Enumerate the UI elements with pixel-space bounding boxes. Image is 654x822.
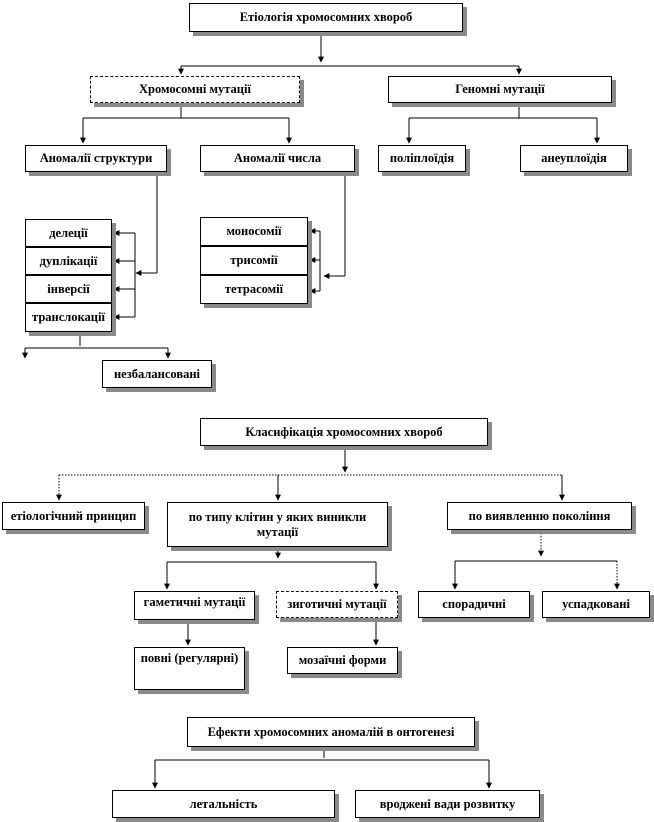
- polyploidy-box: поліплоїдія: [378, 145, 466, 172]
- chromosomal-mutations-box: Хромосомні мутації: [90, 76, 300, 103]
- deletions-box: делеції: [25, 219, 112, 247]
- full-regular-forms-box: повні (регулярні): [134, 647, 245, 690]
- lethality-box: летальність: [112, 790, 335, 818]
- etiological-principle-box: етіологічний принцип: [2, 502, 145, 530]
- trisomies-box: трисомії: [200, 246, 308, 275]
- unbalanced-box: незбалансовані: [102, 360, 212, 388]
- classification-title-box: Класифікація хромосомних хвороб: [200, 418, 488, 446]
- inherited-box: успадковані: [542, 591, 650, 618]
- effects-title-box: Ефекти хромосомних аномалій в онтогенезі: [187, 717, 475, 747]
- number-anomalies-box: Аномалії числа: [200, 145, 355, 172]
- sporadic-box: спорадичні: [418, 591, 530, 618]
- translocations-box: транслокації: [25, 303, 112, 332]
- inversions-box: інверсії: [25, 275, 112, 303]
- by-generation-box: по виявленню покоління: [447, 502, 632, 530]
- gametic-mutations-box: гаметичні мутації: [134, 591, 255, 620]
- etiology-title-box: Етіологія хромосомних хвороб: [189, 3, 463, 32]
- zygotic-mutations-box: зиготичні мутації: [276, 591, 398, 618]
- congenital-defects-box: вроджені вади розвитку: [355, 790, 540, 818]
- by-cell-type-box: по типу клітин у яких виникли мутації: [167, 502, 388, 547]
- mosaic-forms-box: мозаїчні форми: [287, 647, 398, 674]
- duplications-box: дуплікації: [25, 247, 112, 275]
- monosomies-box: моносомії: [200, 217, 308, 246]
- genomic-mutations-box: Геномні мутації: [388, 76, 612, 103]
- structure-anomalies-box: Аномалії структури: [25, 145, 167, 172]
- tetrasomies-box: тетрасомії: [200, 275, 308, 304]
- aneuploidy-box: анеуплоїдія: [520, 145, 628, 172]
